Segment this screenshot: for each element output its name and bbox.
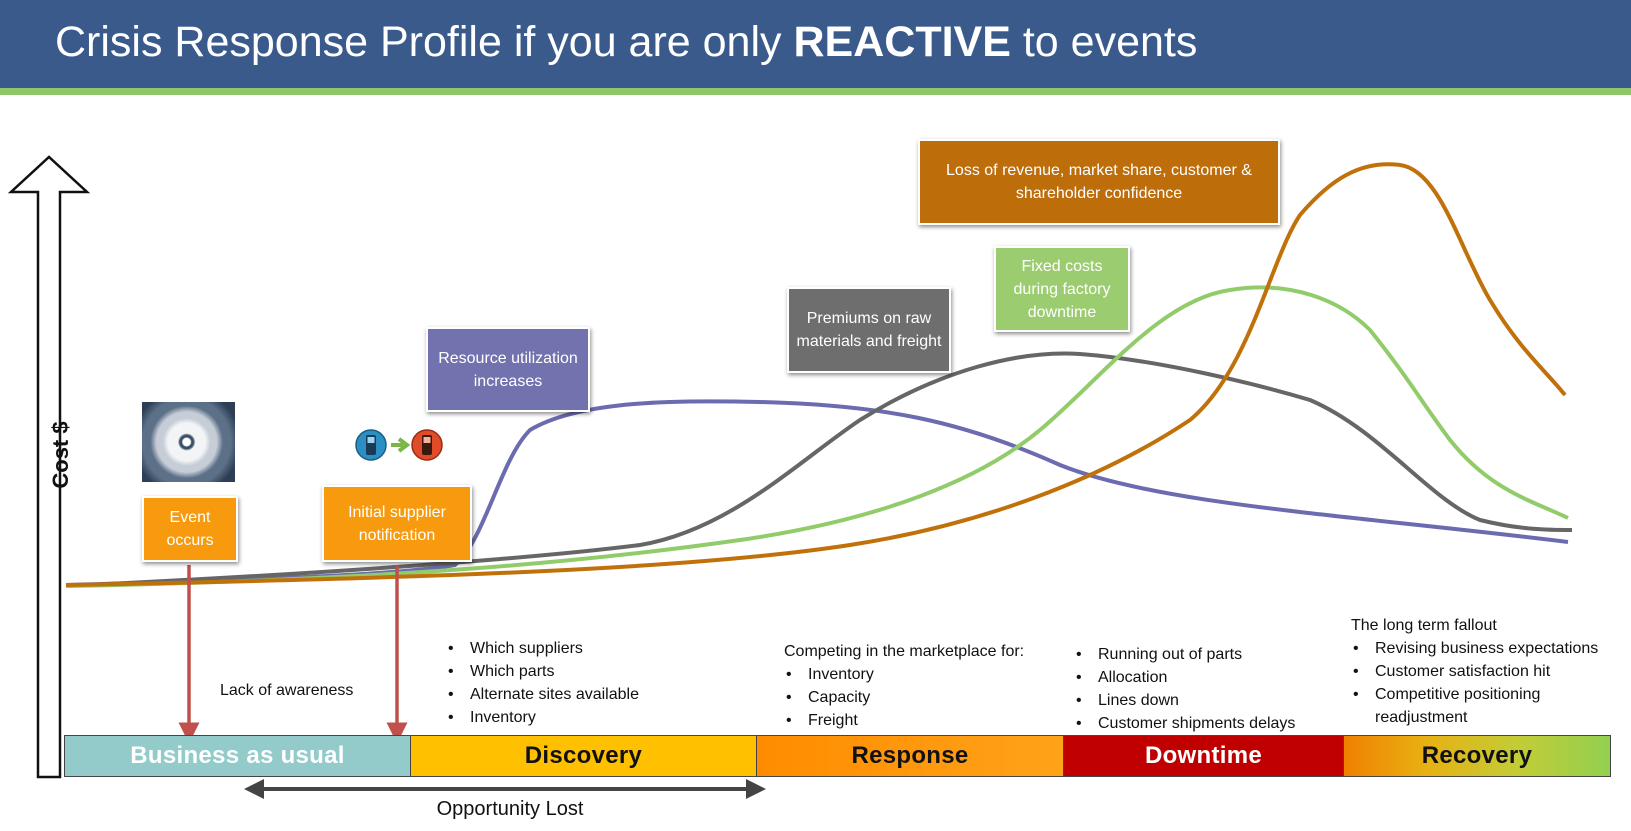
list-item: Which parts [448, 660, 706, 683]
phase-business-as-usual: Business as usual [65, 736, 411, 776]
list-item: Customer shipments delays [1076, 712, 1334, 735]
opportunity-lost-label: Opportunity Lost [436, 798, 584, 820]
callout-event-occurs: Event occurs [142, 496, 238, 562]
phone-to-phone-icon [355, 429, 443, 461]
list-item: Allocation [1076, 666, 1334, 689]
list-item: Inventory [786, 663, 1064, 686]
callout-fixed-costs: Fixed costs during factory downtime [994, 246, 1130, 332]
list-item: Which suppliers [448, 637, 706, 660]
phase-downtime: Downtime [1064, 736, 1344, 776]
discovery-notes: Which suppliers Which parts Alternate si… [446, 637, 706, 729]
page-title: Crisis Response Profile if you are only … [55, 18, 1198, 66]
list-item: Revising business expectations [1353, 637, 1621, 660]
phase-timeline: Business as usual Discovery Response Dow… [64, 735, 1611, 777]
curve-resource-utilization [65, 399, 1569, 587]
response-intro: Competing in the marketplace for: [784, 643, 1025, 660]
recovery-intro: The long term fallout [1351, 617, 1497, 634]
list-item: Running out of parts [1076, 643, 1334, 666]
list-item: Lines down [1076, 689, 1334, 712]
curve-fixed-costs [65, 285, 1569, 588]
recovery-notes: The long term fallout Revising business … [1351, 614, 1621, 729]
callout-loss-of-revenue: Loss of revenue, market share, customer … [918, 139, 1280, 225]
list-item: Alternate sites available [448, 683, 706, 706]
curve-premiums [65, 351, 1573, 588]
hurricane-satellite-image [142, 402, 235, 482]
lack-of-awareness-note: Lack of awareness [220, 682, 354, 699]
list-item: Inventory [448, 706, 706, 729]
cost-axis-arrow [7, 155, 91, 779]
y-axis-label: Cost $ [48, 421, 73, 489]
list-item: Capacity [786, 686, 1064, 709]
callout-supplier-notification: Initial supplier notification [322, 485, 472, 562]
callout-resource-utilization: Resource utilization increases [426, 327, 590, 412]
phase-discovery: Discovery [411, 736, 757, 776]
response-notes: Competing in the marketplace for: Invent… [784, 640, 1064, 732]
curve-loss-of-revenue [65, 162, 1567, 587]
title-emphasis: REACTIVE [793, 18, 1011, 66]
phase-recovery: Recovery [1344, 736, 1610, 776]
list-item: Freight [786, 709, 1064, 732]
downtime-notes: Running out of parts Allocation Lines do… [1074, 643, 1334, 735]
list-item: Customer satisfaction hit [1353, 660, 1621, 683]
list-item: Competitive positioning readjustment [1353, 683, 1621, 729]
title-bar: Crisis Response Profile if you are only … [0, 0, 1631, 95]
phase-response: Response [757, 736, 1064, 776]
callout-premiums: Premiums on raw materials and freight [787, 287, 951, 373]
